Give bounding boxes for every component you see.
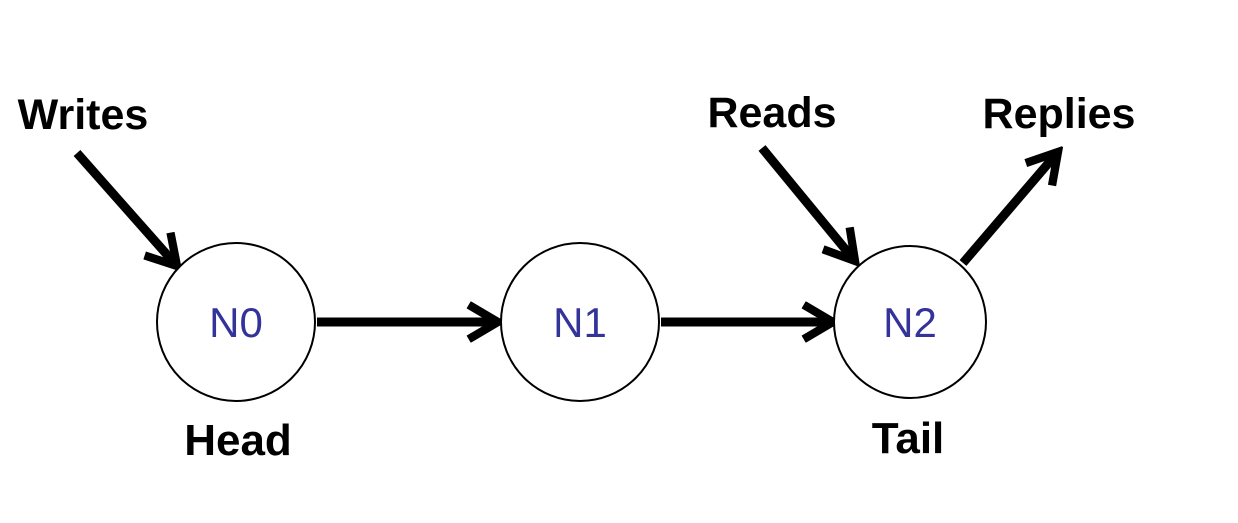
writes-arrow	[73, 150, 177, 266]
node-n0-circle	[156, 242, 316, 402]
writes-label: Writes	[18, 91, 149, 139]
replies-label: Replies	[983, 90, 1136, 138]
node-n1-label: N1	[553, 299, 607, 346]
node-n2-circle	[833, 245, 987, 399]
head-caption: Head	[184, 416, 292, 465]
reads-label: Reads	[707, 89, 836, 137]
replies-arrow	[959, 152, 1058, 266]
node-n1-circle	[500, 242, 660, 402]
reads-arrow	[758, 145, 855, 261]
tail-caption: Tail	[872, 414, 945, 463]
node-n0-label: N0	[209, 299, 263, 346]
node-n2-label: N2	[883, 299, 937, 346]
